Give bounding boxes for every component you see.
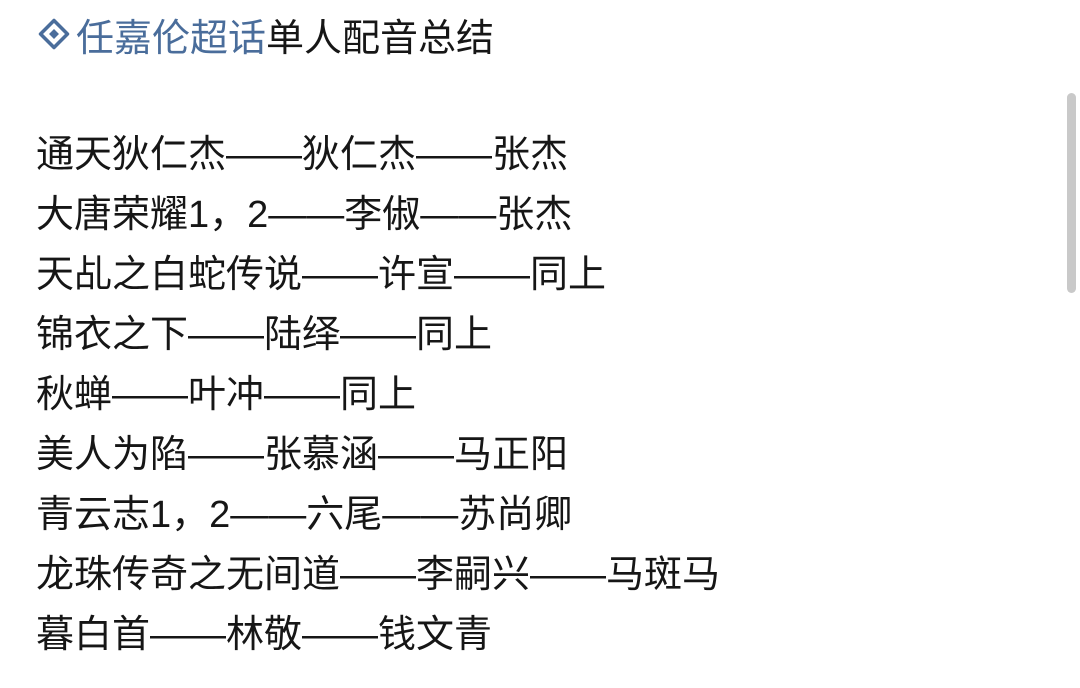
scrollbar-thumb[interactable] <box>1067 93 1076 293</box>
list-item: 青云志1，2——六尾——苏尚卿 <box>36 494 573 536</box>
dubbing-summary-list: 通天狄仁杰——狄仁杰——张杰 大唐荣耀1，2——李俶——张杰 天乩之白蛇传说——… <box>36 125 1020 665</box>
list-item: 通天狄仁杰——狄仁杰——张杰 <box>36 134 569 176</box>
list-item: 大唐荣耀1，2——李俶——张杰 <box>36 194 573 236</box>
post-title-text: 单人配音总结 <box>266 17 495 60</box>
supertopic-link[interactable]: 任嘉伦超话 <box>36 7 266 62</box>
list-item: 暮白首——林敬——钱文青 <box>36 614 493 656</box>
supertopic-label: 任嘉伦超话 <box>76 17 267 60</box>
list-item: 龙珠传奇之无间道——李嗣兴——马斑马 <box>36 554 721 596</box>
post-header: 任嘉伦超话 单人配音总结 <box>36 10 1020 60</box>
list-item: 锦衣之下——陆绎——同上 <box>36 314 493 356</box>
list-item: 天乩之白蛇传说——许宣——同上 <box>36 254 607 296</box>
article-page: 任嘉伦超话 单人配音总结 通天狄仁杰——狄仁杰——张杰 大唐荣耀1，2——李俶—… <box>36 10 1020 665</box>
list-item: 秋蝉——叶冲——同上 <box>36 374 417 416</box>
list-item: 美人为陷——张慕涵——马正阳 <box>36 434 569 476</box>
supertopic-icon <box>36 16 72 52</box>
